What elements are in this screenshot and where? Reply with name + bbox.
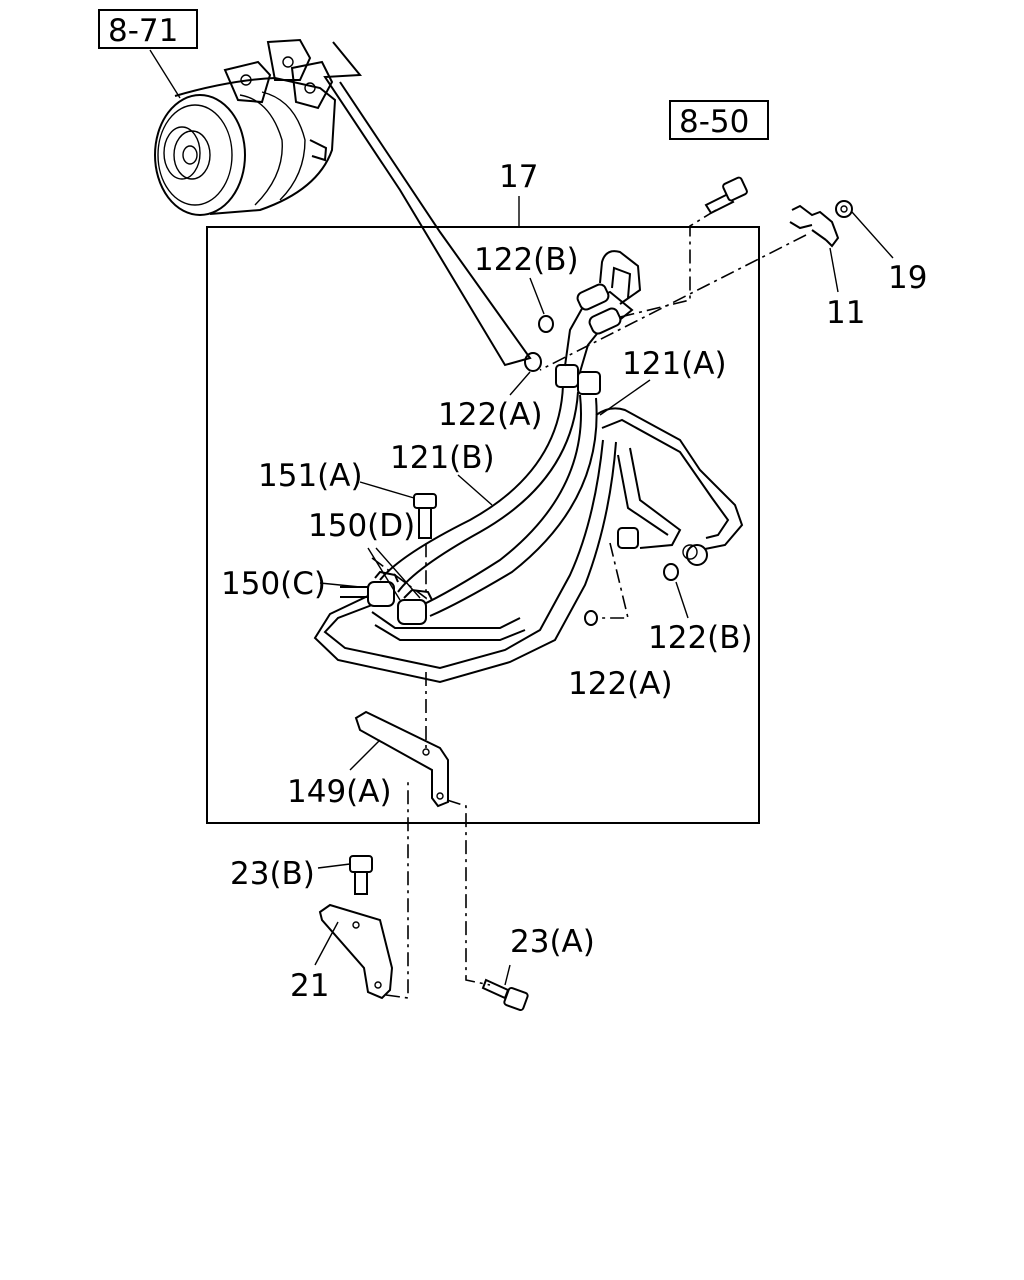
leader-121a [599, 379, 651, 416]
label-122b-low[interactable]: 122(B) [648, 620, 753, 656]
oring-122a-low [584, 610, 598, 626]
bolt-23a [481, 978, 529, 1012]
label-149a[interactable]: 149(A) [287, 774, 392, 810]
label-121b[interactable]: 121(B) [390, 440, 495, 476]
leader-122b-low [675, 581, 689, 619]
leader-151a [359, 481, 415, 499]
oring-122b-top [538, 315, 554, 333]
label-150d[interactable]: 150(D) [308, 508, 415, 544]
hose-121b [379, 250, 642, 617]
ref-box-compressor[interactable] [98, 9, 198, 49]
leader-121b [457, 474, 493, 506]
clamp-guide-line [539, 234, 807, 371]
leader-122b-top [529, 277, 545, 315]
label-17[interactable]: 17 [499, 159, 538, 195]
label-23a[interactable]: 23(A) [510, 924, 595, 960]
label-21[interactable]: 21 [290, 968, 329, 1004]
label-23b[interactable]: 23(B) [230, 856, 315, 892]
leader-23b [317, 863, 351, 869]
bolt-guide-line [607, 209, 717, 321]
bracket-149a [354, 710, 449, 808]
label-122a-low[interactable]: 122(A) [568, 666, 673, 702]
leader-150d [367, 547, 421, 601]
bolt-151a [413, 493, 437, 539]
guide-23a [446, 799, 491, 986]
nut-19 [835, 200, 853, 218]
bracket-21 [318, 903, 394, 1000]
label-122a-top[interactable]: 122(A) [438, 397, 543, 433]
label-121a[interactable]: 121(A) [622, 346, 727, 382]
fitting-150c [340, 570, 399, 607]
leader-122a-top [509, 371, 531, 396]
compressor [154, 38, 337, 216]
assembly-frame [206, 226, 760, 824]
oring-122a-top [524, 352, 542, 372]
fitting-150d [397, 588, 433, 625]
leader-149a [349, 739, 381, 771]
bolt-23b [349, 855, 373, 895]
leader-19 [851, 211, 894, 259]
bolt-top [704, 176, 748, 215]
ref-label-bolt[interactable]: 8-50 [679, 104, 749, 140]
compressor-pipe [323, 41, 532, 367]
pipe-121a [313, 407, 744, 684]
label-11[interactable]: 11 [826, 295, 865, 331]
ref-label-compressor[interactable]: 8-71 [108, 13, 178, 49]
leader-11 [829, 247, 839, 293]
guide-122a-lower [597, 542, 630, 619]
oring-122b-low [663, 563, 679, 581]
leader-150c [319, 582, 361, 588]
leader-21 [314, 921, 339, 966]
leader-23a [504, 964, 511, 986]
ref-box-bolt[interactable] [669, 100, 769, 140]
leader-compressor [149, 49, 181, 99]
label-151a[interactable]: 151(A) [258, 458, 363, 494]
label-150c[interactable]: 150(C) [221, 566, 326, 602]
label-122b-top[interactable]: 122(B) [474, 242, 579, 278]
clamp-11 [789, 204, 840, 248]
guide-21 [385, 780, 409, 999]
guide-150c [371, 540, 427, 600]
label-19[interactable]: 19 [888, 260, 927, 296]
